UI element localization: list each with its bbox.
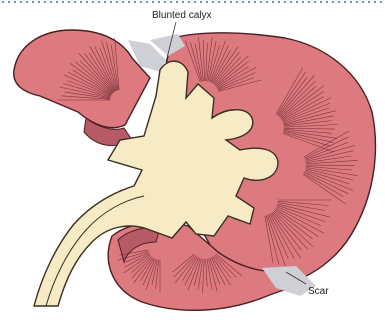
blunted-calyx-label: Blunted calyx	[152, 10, 211, 21]
scar-label: Scar	[308, 286, 329, 297]
upper-pole-cortex	[14, 30, 150, 128]
